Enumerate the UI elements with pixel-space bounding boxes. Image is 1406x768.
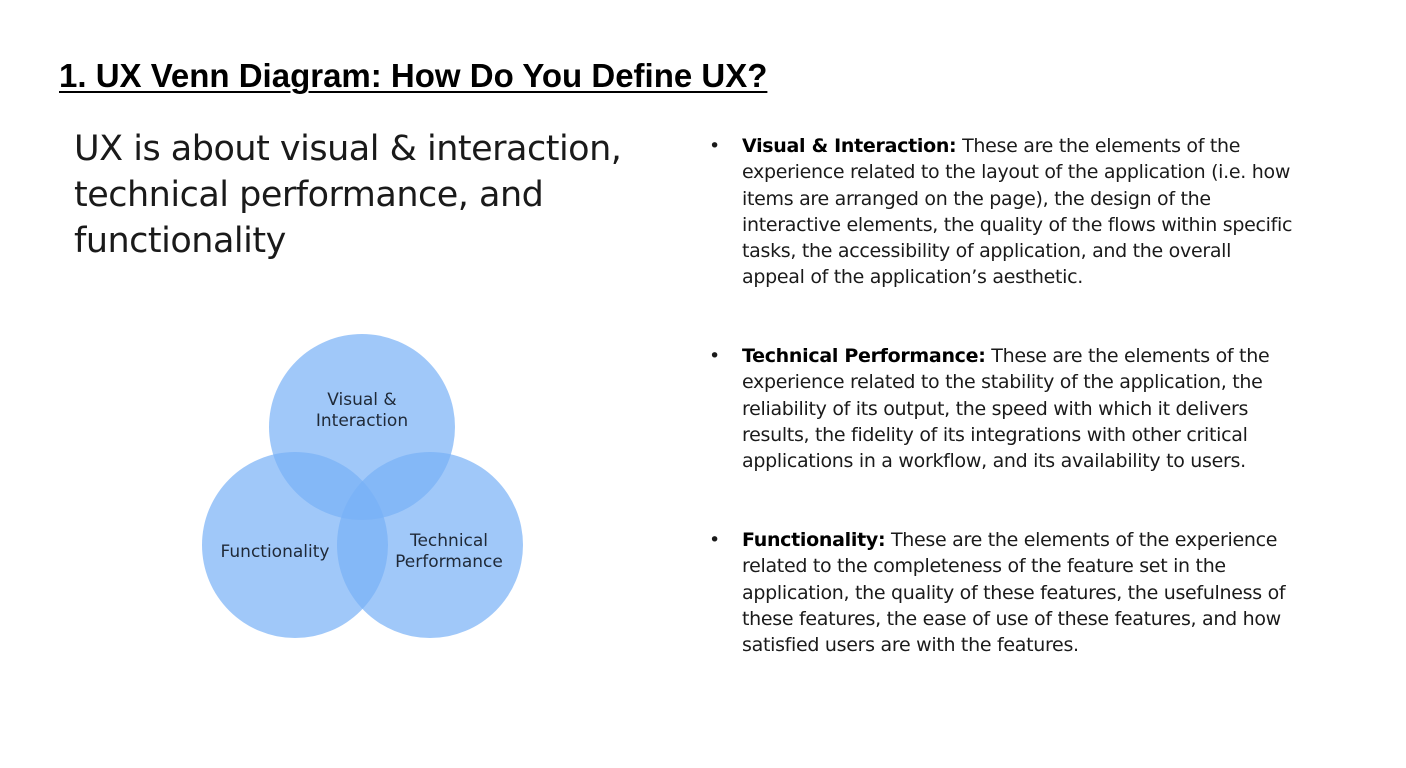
venn-circle-functionality — [202, 452, 388, 638]
venn-label-functionality: Functionality — [221, 542, 330, 562]
venn-label-technical-performance-line1: Technical — [409, 531, 488, 551]
bullet-text: These are the elements of the experience… — [742, 529, 1286, 657]
bullet-term: Visual & Interaction: — [742, 135, 957, 157]
bullet-technical-performance: Technical Performance: These are the ele… — [705, 343, 1295, 474]
venn-diagram: Visual & Interaction Functionality Techn… — [190, 325, 540, 655]
subheading: UX is about visual & interaction, techni… — [74, 129, 622, 261]
venn-label-visual-interaction-line2: Interaction — [316, 411, 408, 431]
venn-svg: Visual & Interaction Functionality Techn… — [202, 334, 523, 638]
bullet-term: Functionality: — [742, 529, 886, 551]
bullet-visual-interaction: Visual & Interaction: These are the elem… — [705, 133, 1295, 291]
bullet-text: These are the elements of the experience… — [742, 135, 1293, 289]
bullet-functionality: Functionality: These are the elements of… — [705, 527, 1295, 658]
bullet-term: Technical Performance: — [742, 345, 986, 367]
venn-circle-technical-performance — [337, 452, 523, 638]
venn-label-technical-performance-line2: Performance — [395, 552, 503, 572]
page-title: 1. UX Venn Diagram: How Do You Define UX… — [59, 57, 768, 94]
bullet-text: These are the elements of the experience… — [742, 345, 1270, 473]
venn-label-visual-interaction-line1: Visual & — [327, 390, 396, 410]
